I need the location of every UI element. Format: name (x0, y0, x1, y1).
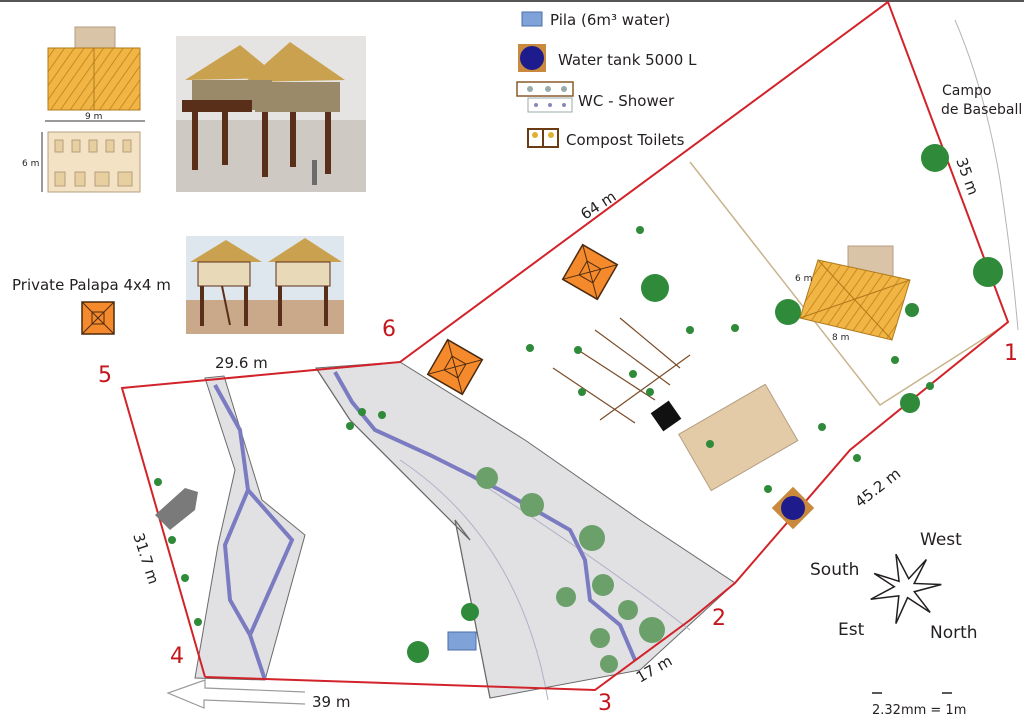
terrace-lines (552, 317, 691, 424)
creek-curve-2 (459, 469, 691, 631)
legend-pila-label: Pila (6m³ water) (550, 11, 670, 29)
palapa-legend-icon (81, 301, 115, 335)
creek-curve-1 (399, 459, 549, 701)
compass-star-icon (870, 553, 942, 624)
water-tank-site (771, 486, 815, 530)
inner-lot-line (689, 161, 1006, 406)
compass-south-label: South (810, 560, 859, 580)
corner-label-2: 2 (712, 606, 726, 631)
palapa-3d-render (186, 236, 344, 334)
garden-bed (678, 383, 799, 492)
creek-stream-branch (246, 488, 295, 636)
corner-label-4: 4 (170, 644, 184, 669)
palapa-site-2 (426, 338, 484, 396)
edge-6-7-label: 64 m (577, 187, 619, 223)
pila-icon (521, 11, 543, 27)
main-building (799, 245, 911, 341)
scale-label: 2.32mm = 1m (872, 703, 966, 718)
corner-label-5: 5 (98, 363, 112, 388)
main-building-width-label: 8 m (832, 333, 849, 343)
edge-4-5-label: 31.7 m (129, 531, 162, 587)
wc-shower-icon (516, 81, 574, 113)
corner-label-3: 3 (598, 691, 612, 716)
compass-est-label: Est (838, 620, 865, 640)
compost-toilet-block (650, 400, 682, 432)
compass-west-label: West (920, 530, 962, 550)
main-building-depth-label: 6 m (795, 274, 812, 284)
compass-north-label: North (930, 623, 978, 643)
palapa-site-1 (561, 243, 619, 301)
edge-5-6-label: 29.6 m (215, 354, 268, 372)
creek-bank-line (315, 367, 491, 699)
rock-shape (155, 488, 198, 530)
legend-wc-shower-label: WC - Shower (578, 92, 675, 110)
corner-label-6: 6 (382, 317, 396, 342)
neighbor-label-line2: de Baseball (941, 102, 1022, 118)
corner-label-1: 1 (1004, 341, 1018, 366)
house-3d-render (176, 36, 366, 192)
compost-toilet-icon (527, 128, 559, 148)
palapa-legend-label: Private Palapa 4x4 m (12, 276, 171, 294)
water-tank-icon (518, 44, 546, 72)
trees (154, 144, 1003, 673)
legend-compost-label: Compost Toilets (566, 131, 685, 149)
plan-width-label: 9 m (85, 112, 102, 122)
neighbor-label-line1: Campo (942, 83, 991, 99)
edge-3-4-label: 39 m (312, 693, 350, 711)
legend-water-tank-label: Water tank 5000 L (558, 51, 697, 69)
house-plan-thumbnail (41, 26, 145, 193)
pila-site (447, 631, 477, 651)
neighbor-road-line (954, 19, 1019, 331)
arrow-outline-icon (166, 679, 306, 709)
plan-depth-label: 6 m (22, 159, 39, 169)
edge-1-2-label: 45.2 m (851, 464, 904, 511)
edge-7-1-label: 35 m (952, 155, 982, 197)
